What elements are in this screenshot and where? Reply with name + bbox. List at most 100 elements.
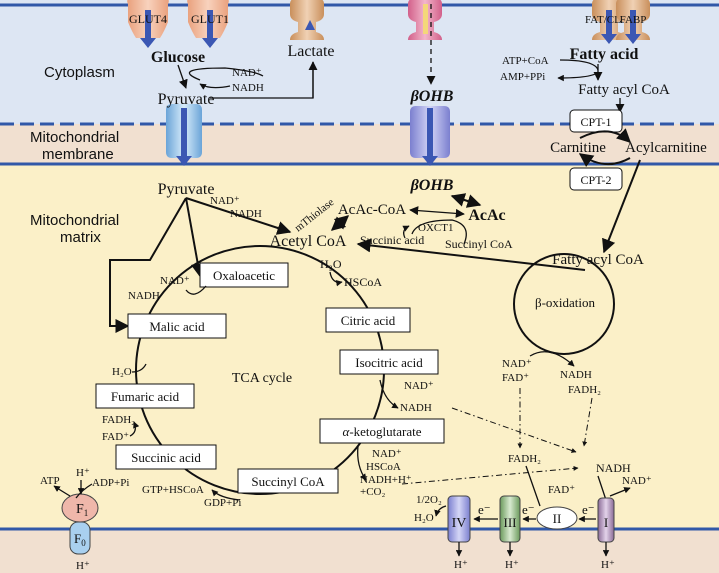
h-plus-label-c4: H⁺ xyxy=(454,559,468,571)
pyruvate-mito-label: Pyruvate xyxy=(158,181,215,198)
nadh-label-isocitrate: NADH xyxy=(400,402,432,414)
complex-iv-label: IV xyxy=(452,516,467,531)
gdp-pi-label: GDP+Pi xyxy=(204,497,241,509)
matrix-label-line1: Mitochondrial xyxy=(30,212,119,229)
succinyl-coa-small-label: Succinyl CoA xyxy=(445,237,513,251)
isocitric-label: Isocitric acid xyxy=(355,355,423,370)
fadh2-label-betaox: FADH₂ xyxy=(568,384,601,396)
nad-label-betaox: NAD⁺ xyxy=(502,358,532,370)
aketoglutarate-box xyxy=(319,418,445,444)
matrix-label-line2: matrix xyxy=(60,229,101,246)
nadh-label-etc: NADH xyxy=(596,461,631,475)
nad-label-etc: NAD⁺ xyxy=(622,475,652,487)
fabp-transporter: FABP xyxy=(616,0,650,44)
fadh2-label-etc: FADH₂ xyxy=(508,453,541,465)
atp-coa-label: ATP+CoA xyxy=(502,55,549,67)
cpt2-label: CPT-2 xyxy=(581,173,612,187)
fatty-acid-label: Fatty acid xyxy=(570,46,639,63)
h-plus-label-f0: H⁺ xyxy=(76,560,90,572)
membrane-label-line2: membrane xyxy=(42,146,114,163)
atp-label: ATP xyxy=(40,475,60,487)
complex-iii-label: III xyxy=(504,515,517,530)
pyruvate-cyto-label: Pyruvate xyxy=(158,91,215,108)
bohb-mito-label: βOHB xyxy=(410,177,454,194)
complex-ii-label: II xyxy=(553,511,562,526)
malic-box xyxy=(127,313,227,339)
succinyl-coa-box xyxy=(237,468,339,494)
membrane-label-line1: Mitochondrial xyxy=(30,129,119,146)
complex-iv: IV xyxy=(447,495,471,543)
mct-bohb-transporter xyxy=(408,0,442,40)
cytoplasm-label: Cytoplasm xyxy=(44,64,115,81)
nadh-label-akg: NADH+H⁺ xyxy=(360,474,412,486)
carnitine-label: Carnitine xyxy=(550,140,606,156)
nad-label-akg: NAD⁺ xyxy=(372,448,402,460)
tca-cycle-label: TCA cycle xyxy=(232,371,292,386)
nadh-label-cyto: NADH xyxy=(232,82,264,94)
nadh-label-pdh: NADH xyxy=(230,208,262,220)
oxct1-label: OXCT1 xyxy=(418,222,453,234)
f1-label: F1 xyxy=(76,502,88,518)
mpc-pyruvate-carrier xyxy=(166,104,202,166)
bohb-cyto-label: βOHB xyxy=(410,88,454,105)
citric-label: Citric acid xyxy=(341,313,396,328)
fad-label-succinate: FAD⁺ xyxy=(102,431,129,443)
complex-iii: III xyxy=(499,495,521,543)
acylcarnitine-label: Acylcarnitine xyxy=(625,140,707,156)
acac-coa-label: AcAc-CoA xyxy=(338,202,406,218)
acac-label: AcAc xyxy=(468,207,505,224)
succinic-label: Succinic acid xyxy=(131,450,201,465)
aketoglutarate-label: α-ketoglutarate xyxy=(342,424,421,439)
mito-bohb-carrier xyxy=(410,106,450,166)
nad-label-isocitrate: NAD⁺ xyxy=(404,380,434,392)
hscoa-label-akg: HSCoA xyxy=(366,461,401,473)
oxaloacetic-label: Oxaloacetic xyxy=(213,268,275,283)
f0-label: F0 xyxy=(74,531,86,548)
oxaloacetic-box xyxy=(199,262,289,288)
succinic-acid-small-label: Succinic acid xyxy=(360,233,424,247)
gtp-hscoa-label: GTP+HSCoA xyxy=(142,484,204,496)
succinyl-coa-label: Succinyl CoA xyxy=(251,474,325,489)
fad-label-etc: FAD⁺ xyxy=(548,484,575,496)
lactate-label: Lactate xyxy=(287,43,334,60)
cpt1-label: CPT-1 xyxy=(581,115,612,129)
lactate-transporter xyxy=(290,0,324,40)
amp-ppi-label: AMP+PPi xyxy=(500,71,545,83)
half-o2-label: 1/2O₂ xyxy=(416,494,442,506)
fumaric-box xyxy=(95,383,195,409)
fumaric-label: Fumaric acid xyxy=(111,389,180,404)
glut4-label: GLUT4 xyxy=(129,12,167,26)
nadh-label-malate: NADH xyxy=(128,290,160,302)
h2o-label-fumarate: H₂O xyxy=(112,366,132,378)
nad-label-malate: NAD⁺ xyxy=(160,275,190,287)
malic-label: Malic acid xyxy=(149,319,205,334)
fatty-acyl-coa-cyto-label: Fatty acyl CoA xyxy=(578,82,670,98)
nad-label-pdh: NAD⁺ xyxy=(210,195,240,207)
h2o-label-citrate: H₂O xyxy=(320,257,342,271)
glut4-transporter: GLUT4 xyxy=(127,0,169,48)
e-minus-label-1: e⁻ xyxy=(478,502,491,517)
citric-box xyxy=(325,307,411,333)
h-plus-label-c3: H⁺ xyxy=(505,559,519,571)
acetyl-coa-label: Acetyl CoA xyxy=(270,233,347,250)
complex-i-label: I xyxy=(604,515,608,530)
fadh2-label-succinate: FADH₂ xyxy=(102,414,135,426)
h-plus-label-f1: H⁺ xyxy=(76,467,90,479)
co2-label-akg: +CO₂ xyxy=(360,486,385,498)
nadh-label-betaox: NADH xyxy=(560,369,592,381)
glut1-transporter: GLUT1 xyxy=(187,0,229,48)
complex-ii: II xyxy=(536,506,578,530)
fabp-label: FABP xyxy=(620,14,647,26)
beta-oxidation-label: β-oxidation xyxy=(535,295,596,310)
adp-pi-label: ADP+Pi xyxy=(92,477,129,489)
hscoa-label-citrate: HSCoA xyxy=(344,275,382,289)
h2o-label-etc: H₂O xyxy=(414,512,434,524)
e-minus-label-2: e⁻ xyxy=(522,502,535,517)
complex-i: I xyxy=(597,497,615,543)
glucose-label: Glucose xyxy=(151,49,205,66)
succinic-box xyxy=(115,444,217,470)
atp-synthase: F1 F0 xyxy=(61,493,99,555)
fad-label-betaox: FAD⁺ xyxy=(502,372,529,384)
